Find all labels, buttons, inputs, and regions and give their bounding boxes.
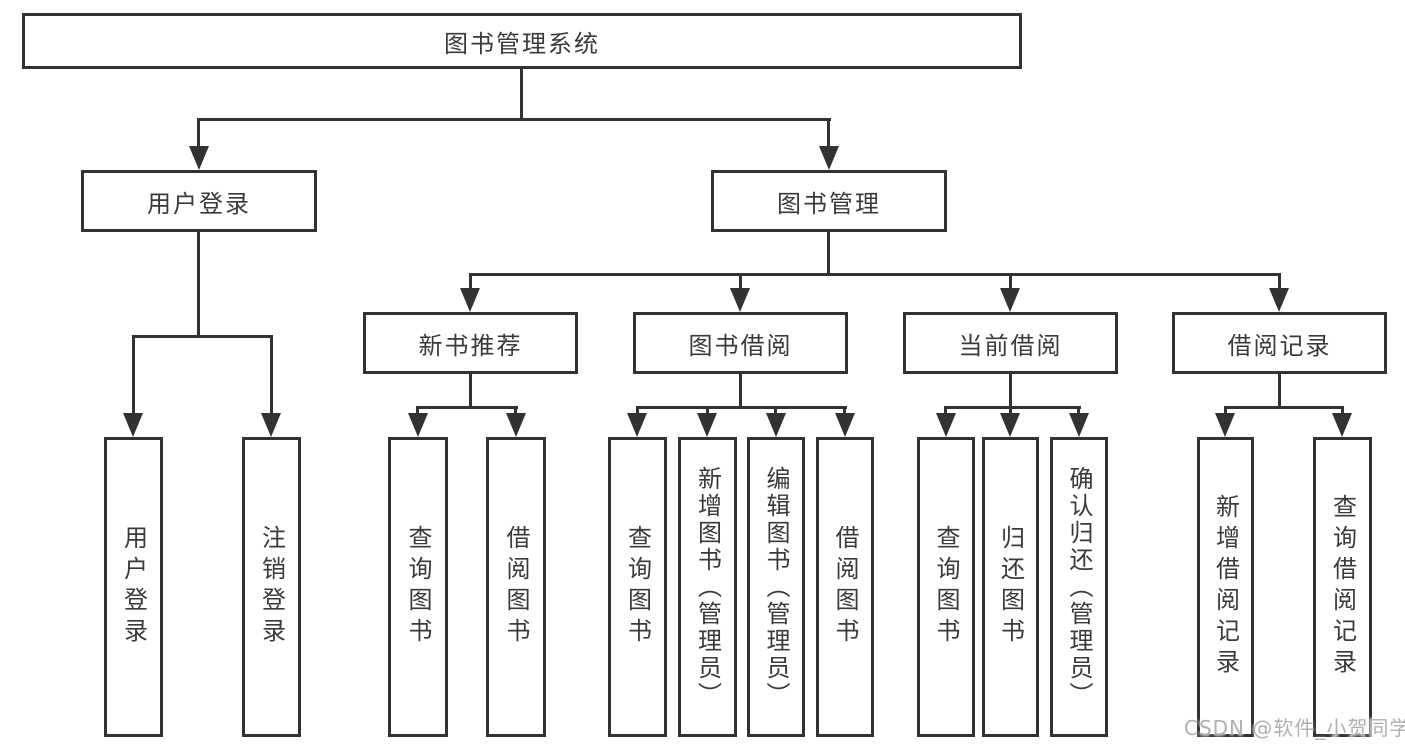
connector-book-management-hline bbox=[469, 273, 1281, 276]
leaf-return-book-label: 归还图书 bbox=[996, 525, 1025, 649]
leaf-add-book-admin-label: 新增图书（管理员） bbox=[693, 465, 722, 709]
node-book-management-label: 图书管理 bbox=[777, 189, 881, 218]
leaf-edit-book-admin-label: 编辑图书（管理员） bbox=[762, 465, 790, 709]
arrow-down-icon bbox=[1269, 288, 1289, 312]
connector-book-borrow-hline bbox=[636, 406, 847, 409]
connector-leaf-stem bbox=[1341, 406, 1344, 419]
node-user-login-label: 用户登录 bbox=[147, 189, 251, 218]
arrow-down-icon bbox=[766, 413, 786, 437]
leaf-query-book-3: 查询图书 bbox=[917, 437, 975, 737]
node-current-borrow-label: 当前借阅 bbox=[958, 331, 1063, 360]
leaf-logout: 注销登录 bbox=[242, 437, 301, 737]
connector-to-leaf-logout-stem bbox=[270, 335, 273, 419]
arrow-down-icon bbox=[1069, 413, 1089, 437]
node-user-login: 用户登录 bbox=[81, 170, 317, 232]
connector-book-management-stem bbox=[827, 232, 830, 276]
connector-leaf-stem bbox=[774, 406, 777, 419]
arrow-down-icon bbox=[819, 146, 839, 170]
leaf-query-book-2: 查询图书 bbox=[608, 437, 667, 737]
node-book-borrow-label: 图书借阅 bbox=[688, 331, 793, 360]
connector-to-book-borrow-stem bbox=[739, 273, 742, 294]
leaf-borrow-book-2-label: 借阅图书 bbox=[831, 525, 859, 649]
connector-root-hline bbox=[197, 118, 831, 121]
connector-book-borrow-stem bbox=[739, 374, 742, 409]
connector-leaf-stem bbox=[416, 406, 419, 419]
leaf-query-borrow-record-label: 查询借阅记录 bbox=[1328, 494, 1357, 680]
leaf-user-login-label: 用户登录 bbox=[119, 525, 148, 649]
leaf-edit-book-admin: 编辑图书（管理员） bbox=[747, 437, 805, 737]
node-book-borrow: 图书借阅 bbox=[633, 312, 848, 374]
connector-user-login-hline bbox=[132, 335, 273, 338]
arrow-down-icon bbox=[936, 413, 956, 437]
arrow-down-icon bbox=[261, 413, 281, 437]
connector-to-user-login-stem bbox=[197, 118, 200, 150]
arrow-down-icon bbox=[123, 413, 143, 437]
connector-borrow-records-hline bbox=[1224, 406, 1344, 409]
arrow-down-icon bbox=[1000, 288, 1020, 312]
csdn-watermark: CSDN @软件_小贺同学 bbox=[1184, 716, 1405, 740]
node-book-management: 图书管理 bbox=[711, 170, 947, 232]
arrow-down-icon bbox=[408, 413, 428, 437]
arrow-down-icon bbox=[1000, 413, 1020, 437]
connector-leaf-stem bbox=[843, 406, 846, 419]
leaf-add-borrow-record: 新增借阅记录 bbox=[1197, 437, 1254, 737]
connector-to-new-book-recommend-stem bbox=[469, 273, 472, 294]
connector-leaf-stem bbox=[944, 406, 947, 419]
leaf-borrow-book-1-label: 借阅图书 bbox=[502, 525, 530, 649]
leaf-return-book: 归还图书 bbox=[982, 437, 1039, 737]
leaf-add-borrow-record-label: 新增借阅记录 bbox=[1211, 494, 1240, 680]
node-new-book-recommend-label: 新书推荐 bbox=[418, 331, 523, 360]
arrow-down-icon bbox=[1215, 413, 1235, 437]
connector-user-login-stem bbox=[197, 232, 200, 338]
connector-to-book-management-stem bbox=[827, 118, 830, 150]
arrow-down-icon bbox=[460, 288, 480, 312]
leaf-borrow-book-2: 借阅图书 bbox=[816, 437, 874, 737]
connector-to-current-borrow-stem bbox=[1009, 273, 1012, 294]
node-borrow-records: 借阅记录 bbox=[1172, 312, 1387, 374]
leaf-query-book-2-label: 查询图书 bbox=[623, 525, 652, 649]
node-current-borrow: 当前借阅 bbox=[903, 312, 1118, 374]
arrow-down-icon bbox=[835, 413, 855, 437]
leaf-user-login: 用户登录 bbox=[104, 437, 163, 737]
connector-leaf-stem bbox=[1077, 406, 1080, 419]
leaf-confirm-return-admin-label: 确认归还（管理员） bbox=[1065, 465, 1093, 709]
connector-root-stem bbox=[520, 69, 523, 121]
node-root: 图书管理系统 bbox=[22, 13, 1022, 69]
leaf-query-borrow-record: 查询借阅记录 bbox=[1313, 437, 1372, 737]
connector-borrow-records-stem bbox=[1278, 374, 1281, 409]
node-root-label: 图书管理系统 bbox=[444, 29, 600, 58]
arrow-down-icon bbox=[1332, 413, 1352, 437]
connector-to-borrow-records-stem bbox=[1278, 273, 1281, 294]
connector-new-book-recommend-stem bbox=[469, 374, 472, 409]
leaf-confirm-return-admin: 确认归还（管理员） bbox=[1050, 437, 1108, 737]
connector-current-borrow-stem bbox=[1009, 374, 1012, 409]
connector-current-borrow-hline bbox=[944, 406, 1081, 409]
node-new-book-recommend: 新书推荐 bbox=[363, 312, 578, 374]
connector-leaf-stem bbox=[1224, 406, 1227, 419]
leaf-borrow-book-1: 借阅图书 bbox=[486, 437, 546, 737]
arrow-down-icon bbox=[506, 413, 526, 437]
arrow-down-icon bbox=[189, 146, 209, 170]
arrow-down-icon bbox=[697, 413, 717, 437]
arrow-down-icon bbox=[730, 288, 750, 312]
leaf-logout-label: 注销登录 bbox=[257, 525, 286, 649]
leaf-query-book-1-label: 查询图书 bbox=[404, 525, 432, 649]
connector-leaf-stem bbox=[514, 406, 517, 419]
leaf-query-book-1: 查询图书 bbox=[388, 437, 448, 737]
node-borrow-records-label: 借阅记录 bbox=[1227, 331, 1332, 360]
arrow-down-icon bbox=[627, 413, 647, 437]
connector-to-leaf-user-login-stem bbox=[132, 335, 135, 419]
connector-new-book-recommend-hline bbox=[416, 406, 518, 409]
connector-leaf-stem bbox=[1009, 406, 1012, 419]
connector-leaf-stem bbox=[706, 406, 709, 419]
leaf-add-book-admin: 新增图书（管理员） bbox=[678, 437, 737, 737]
leaf-query-book-3-label: 查询图书 bbox=[932, 525, 960, 649]
connector-leaf-stem bbox=[636, 406, 639, 419]
